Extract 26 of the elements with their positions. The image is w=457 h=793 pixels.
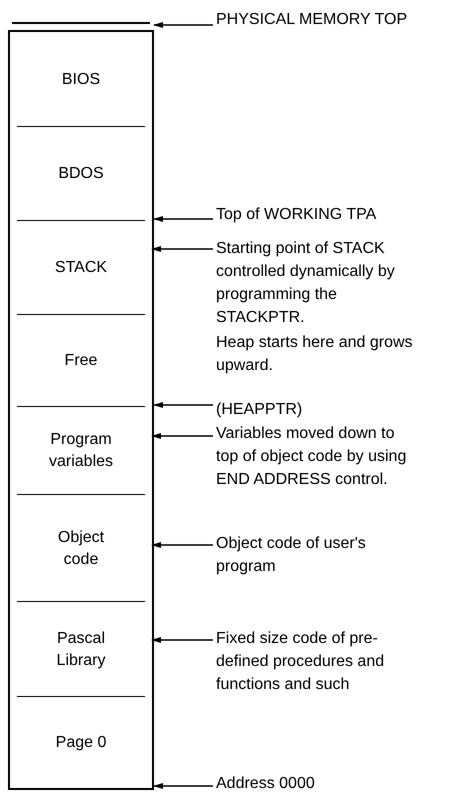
segment-label: Program variables [48,430,114,472]
segment-label: Object code [56,528,106,570]
memory-column [8,30,154,790]
segment-label: BDOS [57,164,105,184]
arrow [151,433,213,439]
segment-label: STACK [54,258,108,278]
arrow [151,637,213,643]
segment-label: BIOS [60,70,102,90]
annotation-text: Object code of user's program [216,534,367,577]
annotation-text: Starting point of STACK controlled dynamically by programming the STACKPTR. [216,239,396,328]
annotation-text: (HEAPPTR) [216,400,304,420]
annotation-text: Address 0000 [216,774,316,793]
arrow [151,246,213,252]
annotation-text: Top of WORKING TPA [216,205,378,225]
arrow [153,22,213,28]
segment-label: Pascal Library [56,628,106,670]
arrow [153,402,213,408]
annotation-text: PHYSICAL MEMORY TOP [216,10,408,30]
arrow [153,216,213,222]
arrow [153,783,213,789]
annotation-text: Fixed size code of pre-defined procedures and functions and such [216,629,386,695]
arrow [151,542,213,548]
annotation-text: Heap starts here and grows upward. [216,333,414,376]
annotation-text: Variables moved down to top of object code by using END ADDRESS control. [216,424,408,490]
segment-label: Page 0 [54,732,108,752]
segment-label: Free [64,351,98,371]
